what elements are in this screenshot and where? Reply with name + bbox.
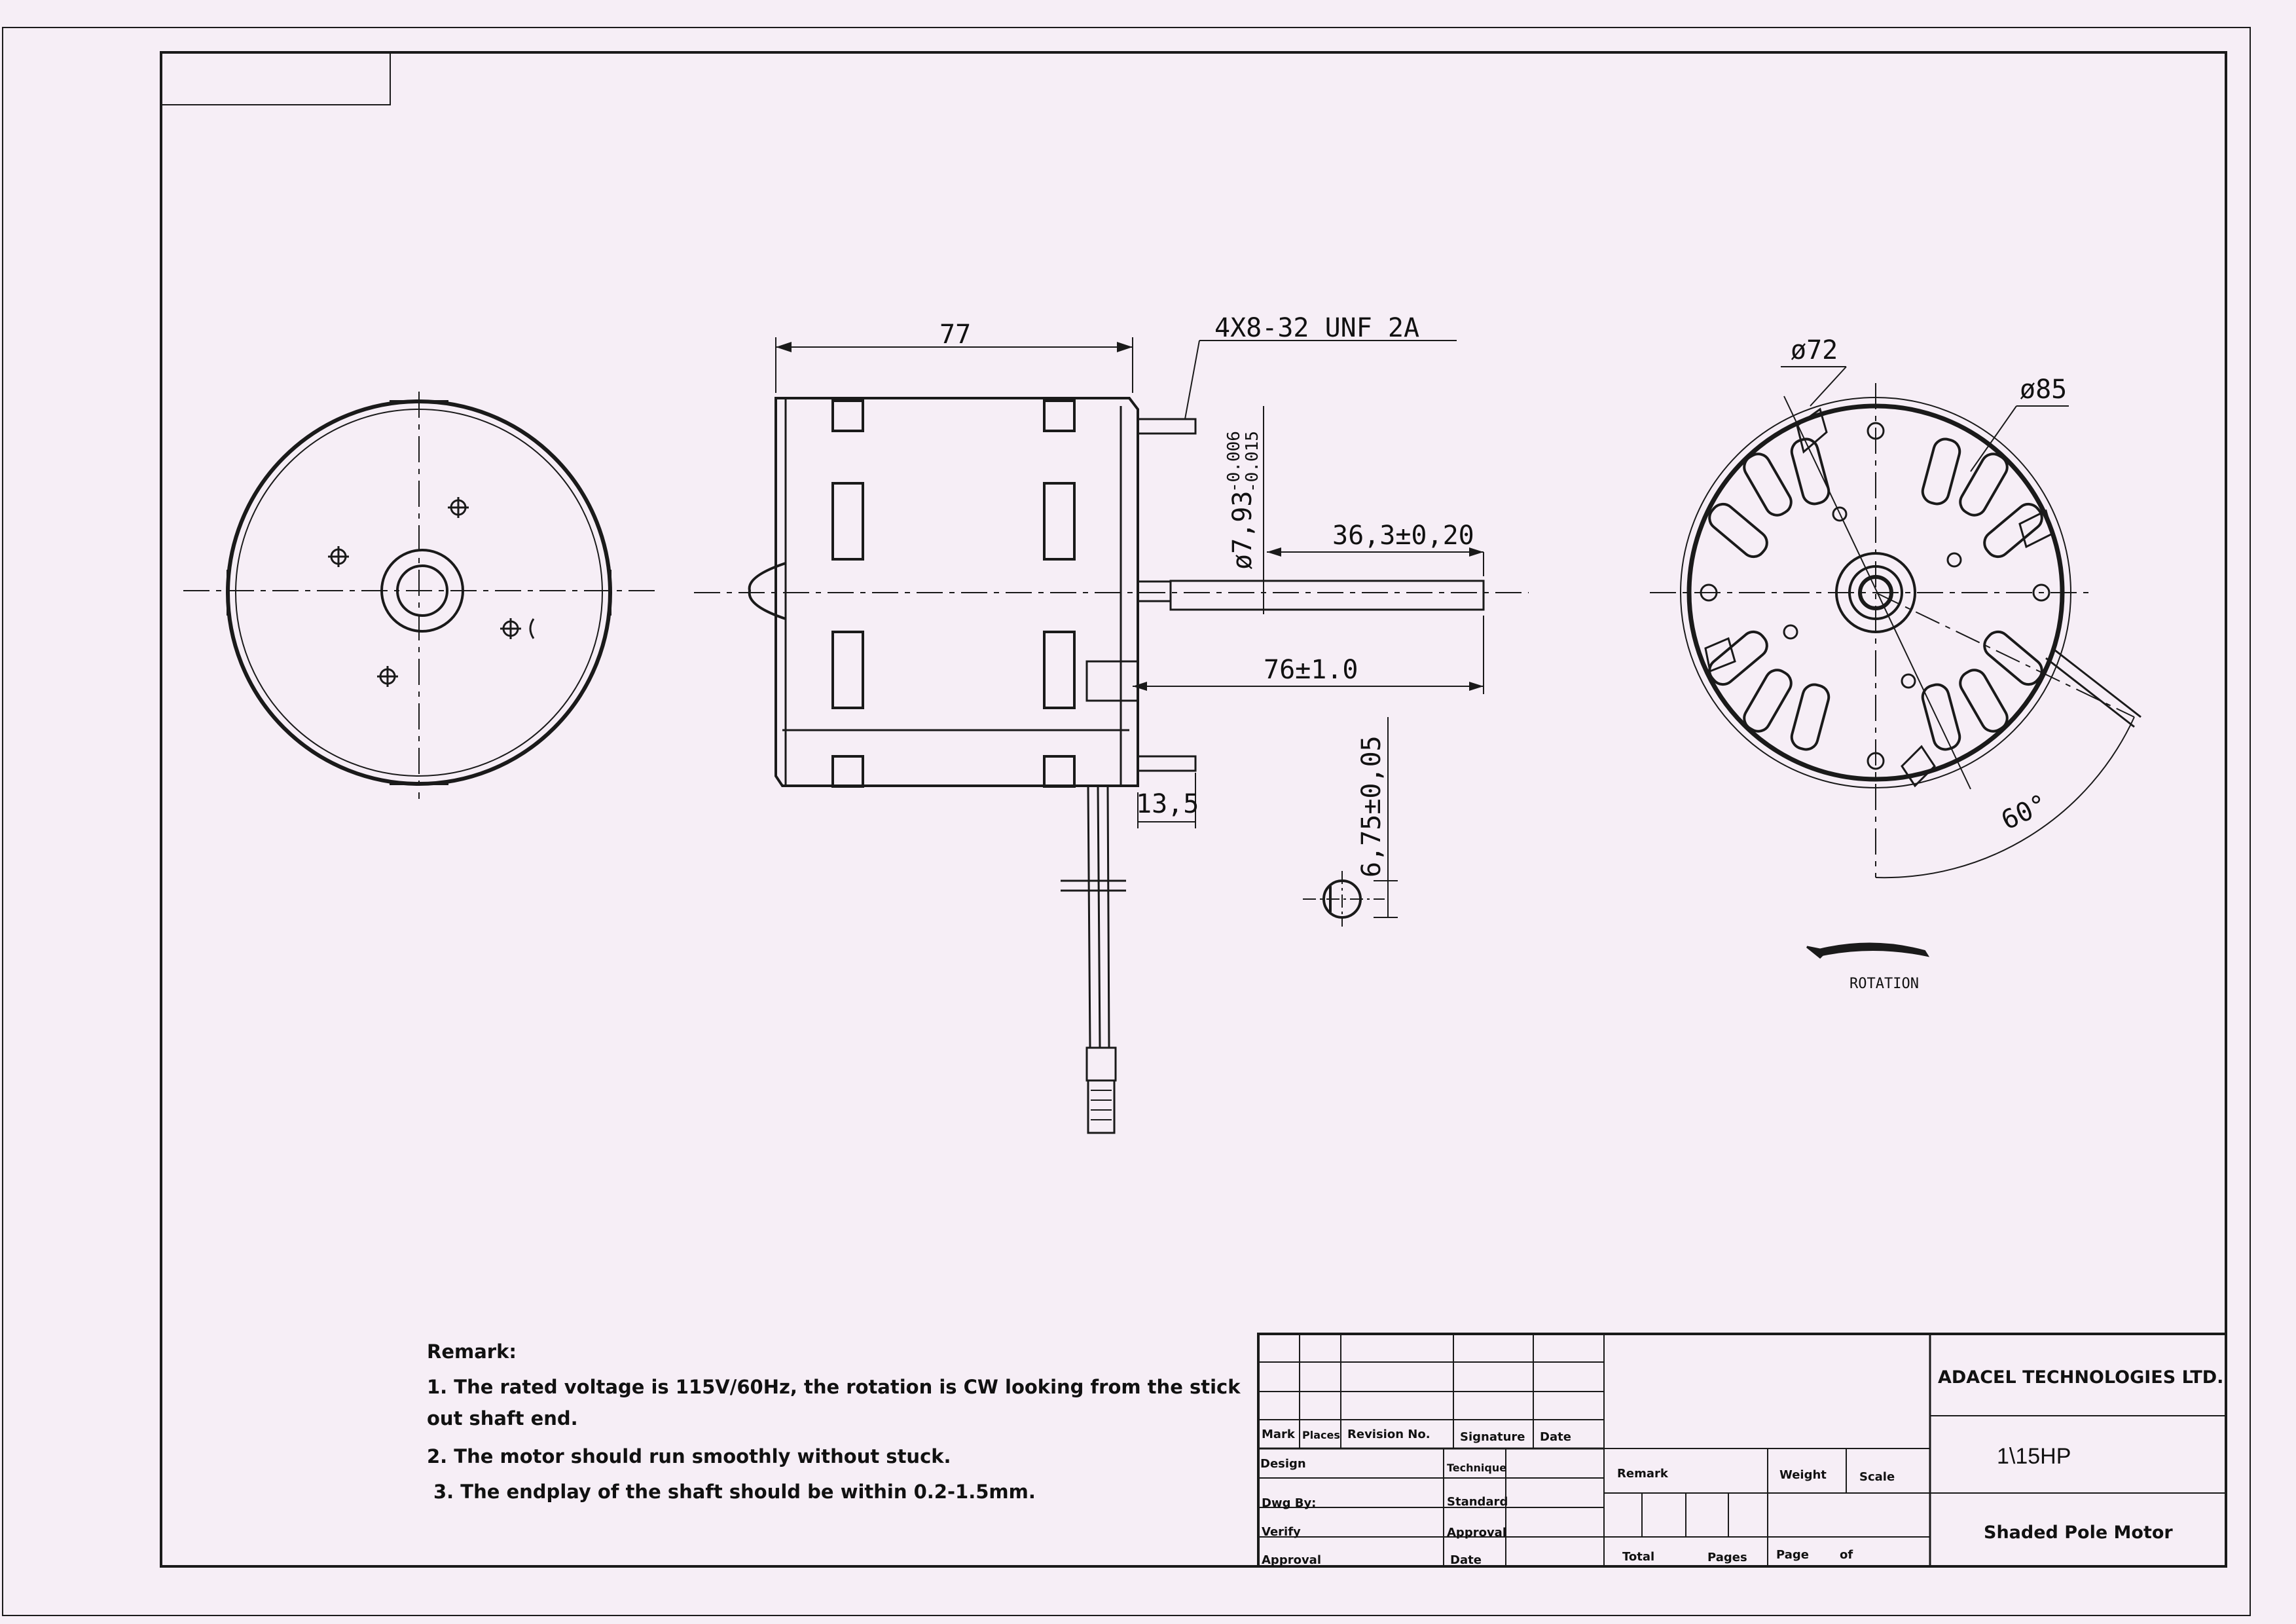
side-view bbox=[694, 337, 1529, 1134]
title-block bbox=[1257, 1333, 2227, 1568]
tb-approval-left: Approval bbox=[1262, 1553, 1321, 1567]
remark-line-3: 3. The endplay of the shaft should be wi… bbox=[433, 1481, 1036, 1503]
tb-date-header: Date bbox=[1540, 1430, 1571, 1444]
remark-line-2: 2. The motor should run smoothly without… bbox=[427, 1445, 951, 1467]
dim-outer-diameter: ø85 bbox=[2020, 375, 2068, 405]
tb-page: Page bbox=[1776, 1548, 1809, 1562]
tb-signature: Signature bbox=[1460, 1430, 1525, 1444]
tb-total: Total bbox=[1622, 1550, 1655, 1564]
tb-of: of bbox=[1840, 1548, 1853, 1562]
dim-shaft-length: 76±1.0 bbox=[1264, 655, 1358, 685]
outer-frame bbox=[2, 27, 2251, 1616]
rotation-arrow bbox=[1818, 942, 1930, 957]
tb-company: ADACEL TECHNOLOGIES LTD. bbox=[1938, 1367, 2224, 1388]
remark-line-1: 1. The rated voltage is 115V/60Hz, the r… bbox=[427, 1376, 1241, 1398]
tb-power: 1\15HP bbox=[1997, 1444, 2071, 1469]
tb-mark: Mark bbox=[1262, 1428, 1295, 1441]
front-holes bbox=[1700, 422, 2050, 770]
dim-shaft-tol-lower: -0.015 bbox=[1243, 431, 1262, 492]
dim-thread: 4X8-32 UNF 2A bbox=[1214, 313, 1420, 343]
remark-block: Remark: 1. The rated voltage is 115V/60H… bbox=[427, 1336, 1241, 1507]
dim-shaft-diameter: ø7,93 bbox=[1228, 491, 1258, 570]
tb-date-bottom: Date bbox=[1450, 1553, 1482, 1567]
dim-shaft-tol-upper: -0.006 bbox=[1224, 431, 1244, 492]
tb-revision-no: Revision No. bbox=[1347, 1428, 1430, 1441]
dim-shaft-dia-value: ø7,93 bbox=[1228, 490, 1258, 570]
tb-technique: Technique bbox=[1447, 1462, 1507, 1474]
tb-places: Places bbox=[1302, 1429, 1340, 1441]
dim-shaft-extension: 36,3±0,20 bbox=[1332, 521, 1474, 551]
mount-hole-marks bbox=[328, 497, 535, 687]
tb-verify: Verify bbox=[1262, 1525, 1301, 1539]
dim-length: 77 bbox=[939, 320, 972, 350]
remark-line-1b: out shaft end. bbox=[427, 1407, 578, 1430]
dim-flat: 6,75±0,05 bbox=[1357, 735, 1387, 877]
tb-standard: Standard bbox=[1447, 1495, 1508, 1509]
tb-remark: Remark bbox=[1617, 1467, 1668, 1481]
tb-pages: Pages bbox=[1707, 1551, 1747, 1564]
front-view bbox=[1650, 366, 2141, 959]
rotation-label: ROTATION bbox=[1850, 976, 1919, 992]
remark-title: Remark: bbox=[427, 1340, 517, 1363]
tb-weight: Weight bbox=[1779, 1468, 1827, 1482]
inner-frame bbox=[160, 51, 2227, 1568]
tb-dwg-by: Dwg By: bbox=[1262, 1496, 1317, 1510]
dim-stud-length: 13,5 bbox=[1136, 789, 1199, 819]
ventilation-slots bbox=[1708, 437, 2043, 751]
tb-scale: Scale bbox=[1859, 1470, 1895, 1484]
tb-approval-right: Approval bbox=[1447, 1526, 1506, 1540]
rear-view bbox=[183, 392, 658, 799]
tb-design: Design bbox=[1260, 1457, 1306, 1471]
corner-box bbox=[160, 52, 391, 105]
tb-product: Shaded Pole Motor bbox=[1984, 1522, 2173, 1543]
dim-inner-diameter: ø72 bbox=[1791, 335, 1838, 365]
